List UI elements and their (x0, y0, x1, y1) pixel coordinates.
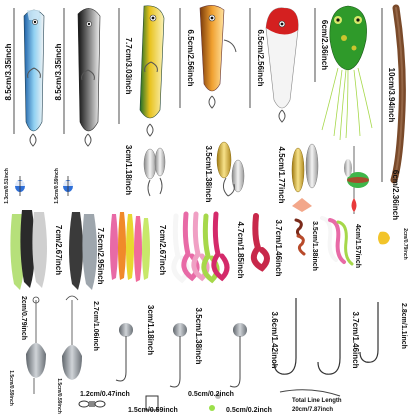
label-minnow-blue: 8.5cm/3.35inch (4, 43, 13, 100)
label-spoon-1: 3cm/1.18inch (124, 145, 133, 195)
label-swivel: 1.2cm/0.47inch (80, 391, 130, 398)
label-float-2: 1.5cm/0.59inch (54, 168, 60, 204)
label-leader-length: 20cm/7.87inch (292, 407, 333, 413)
label-grub-red: 3.7cm/1.46inch (274, 220, 283, 277)
label-spoon-2: 3.5cm/1.38inch (204, 146, 213, 203)
minnow-yellow-lure (118, 5, 165, 137)
shad-soft-baits-2 (69, 212, 97, 290)
beads (209, 393, 221, 411)
label-sinker-2-bottom: 1.5cm/0.59inch (56, 378, 62, 414)
frog-lure (314, 5, 373, 141)
curly-grub-red (250, 213, 270, 272)
label-worm-small: 3.5cm/1.38inch (311, 221, 318, 271)
sinker-2 (62, 295, 82, 380)
label-jighead-1: 3cm/1.18inch (146, 305, 155, 355)
minnow-blue-lure (13, 8, 45, 147)
spoon-gold-medium (216, 141, 245, 197)
curly-tail-grubs (171, 211, 230, 284)
hook-2 (359, 302, 379, 363)
label-minnow-yellow: 7.7cm/3.03inch (124, 38, 133, 95)
minnow-black-lure (63, 8, 101, 147)
swivel (78, 400, 106, 408)
label-shad-1: 7cm/2.67inch (54, 225, 63, 275)
label-bead-2: 0.5cm/0.2inch (226, 407, 272, 414)
popper-orange-lure (179, 5, 237, 109)
label-frog: 6cm/2.36inch (320, 20, 329, 70)
shad-soft-baits-1 (10, 210, 47, 290)
spoon-gold-large (291, 143, 319, 212)
label-bead-1: 0.5cm/0.2inch (188, 391, 234, 398)
sinker-1 (26, 296, 46, 394)
paddle-tail-baits (110, 212, 150, 282)
label-grub-2: 4.7cm/1.85inch (236, 222, 245, 279)
jighead-2 (169, 323, 187, 388)
float-small-2 (63, 176, 73, 196)
label-sinker-1-bottom: 1.5cm/0.59inch (8, 370, 14, 406)
label-hook-2: 2.8cm/1.1inch (400, 303, 407, 349)
label-worm-brown: 10cm/3.94inch (387, 68, 396, 123)
label-hook-1: 3.7cm/1.46inch (351, 312, 360, 369)
label-float-1: 1.3cm/0.51inch (4, 168, 10, 204)
label-popper-red: 6.5cm/2.56inch (256, 30, 265, 87)
corn-baits (378, 231, 390, 245)
worm-brown-lure (381, 4, 406, 184)
label-spoon-3: 4.5cm/1.77inch (277, 147, 286, 204)
spoon-silver-small (143, 147, 166, 197)
spinner-green-lure (344, 146, 369, 214)
label-jighead-2: 3.5cm/1.38inch (194, 308, 203, 365)
float-small-1 (15, 176, 25, 196)
label-minnow-black: 8.5cm/3.35inch (54, 43, 63, 100)
worm-small-baits (294, 218, 306, 256)
label-spinner: 6cm/2.36inch (391, 170, 400, 220)
label-sinker-2: 2.7cm/1.06inch (92, 301, 99, 351)
label-shrimp: 4cm/1.57inch (354, 224, 361, 268)
label-leader-title: Total Line Length (292, 398, 342, 404)
label-corn: 2cm/0.79inch (402, 228, 408, 259)
jighead-3 (229, 323, 247, 388)
leader-wire (279, 389, 341, 397)
hook-1 (273, 298, 341, 375)
popper-red-lure (249, 7, 299, 123)
label-popper-orange: 6.5cm/2.56inch (186, 30, 195, 87)
label-shad-2: 7.5cm/2.95inch (96, 228, 105, 285)
label-grub-1: 7cm/2.67inch (158, 225, 167, 275)
label-snap: 1.5cm/0.59inch (128, 407, 178, 414)
snap (145, 395, 159, 411)
jighead-1 (115, 323, 133, 382)
label-sinker-1: 2cm/0.79inch (20, 296, 27, 340)
label-jighead-3: 3.6cm/1.42inch (270, 312, 279, 369)
shrimp-baits (320, 216, 354, 266)
